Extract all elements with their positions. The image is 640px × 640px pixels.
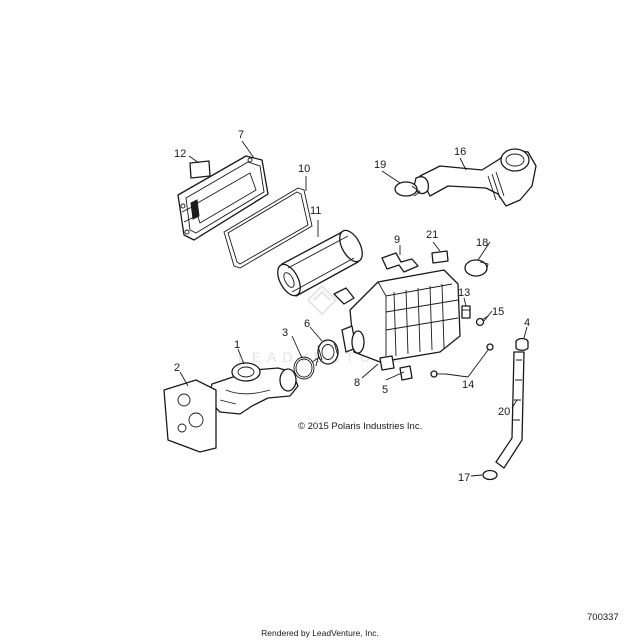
part-15-screw [475, 315, 489, 327]
callout-12: 12 [174, 148, 186, 160]
part-13-fastener [461, 305, 471, 319]
callout-14: 14 [462, 379, 474, 391]
part-21-label [431, 250, 449, 264]
callout-10: 10 [298, 163, 310, 175]
part-12-label [189, 160, 211, 179]
leader-lines [179, 140, 528, 477]
part-19-clamp [394, 181, 421, 197]
callout-17: 17 [458, 472, 470, 484]
rendered-by-footer: Rendered by LeadVenture, Inc. [261, 628, 379, 638]
callout-4: 4 [524, 317, 530, 329]
part-20-drain-hose [495, 351, 525, 469]
callout-21: 21 [426, 229, 438, 241]
part-14-screws [430, 343, 494, 378]
part-4-cap [515, 337, 529, 351]
part-17-clamp [482, 469, 498, 481]
callout-20: 20 [498, 406, 510, 418]
callout-2: 2 [174, 362, 180, 374]
part-11-air-filter [277, 229, 363, 297]
part-2-mounting-plate [163, 379, 217, 453]
part-1-inlet-duct [207, 362, 299, 415]
callout-19: 19 [374, 159, 386, 171]
callout-11: 11 [310, 205, 321, 217]
part-10-gasket [223, 187, 313, 269]
drawing-number: 700337 [587, 612, 619, 623]
part-16-intake-tube [413, 148, 537, 207]
callout-13: 13 [458, 287, 470, 299]
part-9-strap [381, 252, 419, 273]
callout-1: 1 [234, 339, 240, 351]
callout-8: 8 [354, 377, 360, 389]
callout-9: 9 [394, 234, 400, 246]
part-7-airbox-cover [177, 155, 269, 241]
callout-3: 3 [282, 327, 288, 339]
copyright-notice: © 2015 Polaris Industries Inc. [298, 421, 423, 432]
callout-5: 5 [382, 384, 388, 396]
callout-18: 18 [476, 237, 488, 249]
part-18-clamp [464, 259, 489, 277]
callout-6: 6 [304, 318, 310, 330]
callout-7: 7 [238, 129, 244, 141]
part-5-fitting [399, 365, 413, 381]
callout-15: 15 [492, 306, 504, 318]
callouts: 1 2 3 4 5 6 7 8 9 10 11 12 13 14 15 16 1… [174, 129, 530, 484]
part-3-clamp-ring [293, 356, 319, 380]
part-8-airbox-body [333, 269, 461, 371]
part-6-coupler [317, 339, 339, 365]
callout-16: 16 [454, 146, 466, 158]
